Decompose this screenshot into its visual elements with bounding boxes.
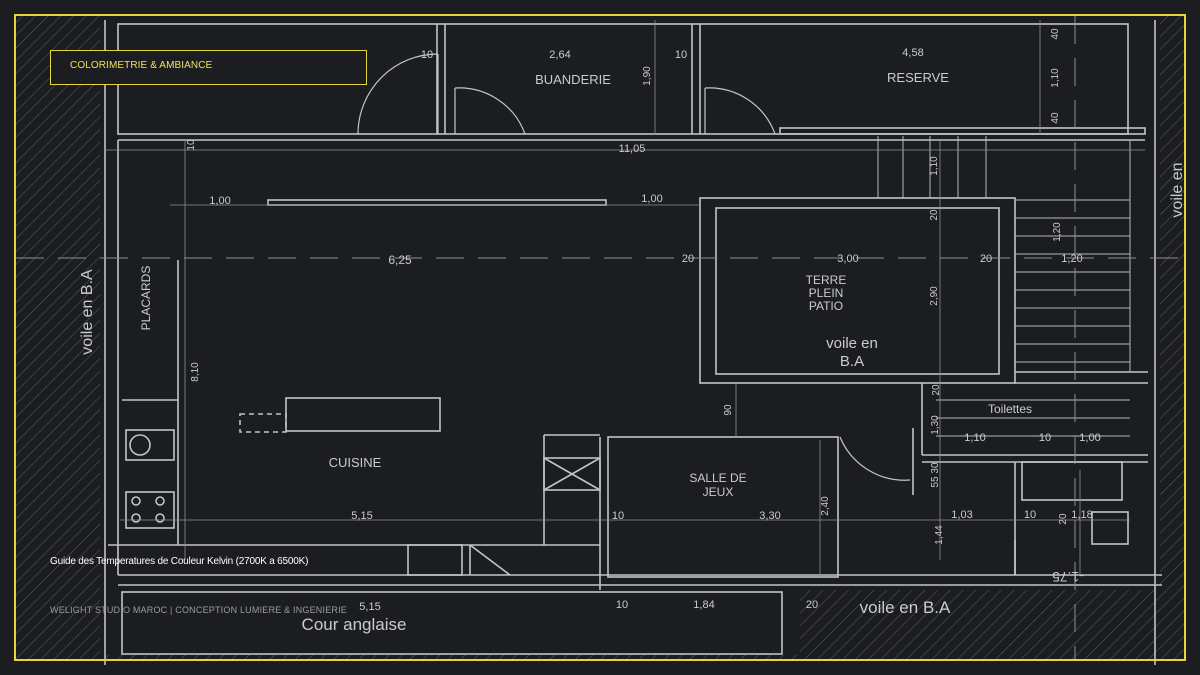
patio-voile-line2: B.A bbox=[840, 353, 864, 370]
dim-label: 1,90 bbox=[642, 66, 653, 86]
dim-label: 1,20 bbox=[1052, 222, 1063, 242]
dim-label: 1,00 bbox=[641, 193, 662, 205]
dim-label: 1,18 bbox=[1071, 509, 1092, 521]
room-terre-plein-line1: TERRE bbox=[806, 273, 847, 287]
slide-title: COLORIMETRIE & AMBIANCE bbox=[70, 60, 213, 71]
title-box: COLORIMETRIE & AMBIANCE bbox=[50, 50, 367, 85]
dim-label: 20 bbox=[980, 253, 992, 265]
dim-label: 5,15 bbox=[351, 510, 372, 522]
dim-label: 11,05 bbox=[619, 143, 646, 155]
staircase bbox=[877, 136, 1131, 437]
dim-label: 20 bbox=[931, 384, 942, 396]
dim-label: 40 bbox=[1050, 112, 1061, 124]
dim-label: 1,20 bbox=[1061, 253, 1082, 265]
patio-voile-line1: voile en bbox=[826, 335, 878, 352]
level-marker: -1.75 bbox=[1052, 569, 1084, 585]
room-labels: BUANDERIE RESERVE TERRE PLEIN PATIO voil… bbox=[79, 70, 1186, 634]
room-buanderie: BUANDERIE bbox=[535, 72, 611, 87]
dim-label: 1,00 bbox=[209, 195, 230, 207]
dim-label: 10 bbox=[675, 49, 687, 61]
dim-label: 2,64 bbox=[549, 49, 570, 61]
dim-label: 40 bbox=[1050, 28, 1061, 40]
room-toilettes: Toilettes bbox=[988, 402, 1032, 416]
walls bbox=[104, 20, 1162, 665]
dim-label: 55 bbox=[930, 476, 941, 488]
dim-label: 20 bbox=[806, 599, 818, 611]
dim-label: 5,15 bbox=[359, 601, 380, 613]
room-salle-jeux-line1: SALLE DE bbox=[689, 471, 746, 485]
dim-label: 1,00 bbox=[1079, 432, 1100, 444]
dim-label: 10 bbox=[186, 139, 197, 151]
door-swings bbox=[357, 53, 911, 481]
dimension-labels: 10 2,64 10 4,58 40 1,10 40 1,90 10 11,05… bbox=[186, 28, 1101, 613]
dim-label: 3,00 bbox=[837, 253, 858, 265]
dim-label: 1,44 bbox=[934, 525, 945, 545]
dim-label: 10 bbox=[616, 599, 628, 611]
dim-label: 10 bbox=[1024, 509, 1036, 521]
dim-label: 30 bbox=[930, 462, 941, 474]
dim-label: 10 bbox=[612, 510, 624, 522]
dim-label: 1,10 bbox=[1050, 68, 1061, 88]
dim-label: 90 bbox=[723, 404, 734, 416]
dim-label: 3,30 bbox=[759, 510, 780, 522]
dim-label: 10 bbox=[421, 49, 433, 61]
dim-label: 1,10 bbox=[929, 156, 940, 176]
dim-label: 8,10 bbox=[190, 362, 201, 382]
room-salle-jeux-line2: JEUX bbox=[703, 485, 734, 499]
room-terre-plein-line3: PATIO bbox=[809, 299, 843, 313]
dim-label: 1,84 bbox=[693, 599, 714, 611]
slide-subtitle: Guide des Temperatures de Couleur Kelvin… bbox=[50, 556, 309, 567]
dim-label: 20 bbox=[929, 209, 940, 221]
room-cuisine: CUISINE bbox=[329, 455, 382, 470]
dim-label: 20 bbox=[1058, 513, 1069, 525]
hatched-walls bbox=[16, 16, 1186, 661]
dim-label: 20 bbox=[682, 253, 694, 265]
dim-label: 2,40 bbox=[820, 496, 831, 516]
label-voile-right: voile en bbox=[1169, 162, 1186, 217]
slide-footer: WELIGHT STUDIO MAROC | CONCEPTION LUMIER… bbox=[50, 605, 348, 615]
label-voile-bottom: voile en B.A bbox=[860, 598, 951, 617]
room-terre-plein-line2: PLEIN bbox=[809, 286, 844, 300]
label-placards: PLACARDS bbox=[139, 266, 153, 331]
label-voile-left: voile en B.A bbox=[79, 269, 96, 355]
dim-label: 6,25 bbox=[388, 253, 412, 267]
room-cour-anglaise: Cour anglaise bbox=[302, 615, 407, 634]
dim-label: 1,30 bbox=[930, 415, 941, 435]
dimension-lines bbox=[105, 20, 1145, 575]
room-reserve: RESERVE bbox=[887, 70, 949, 85]
dim-label: 4,58 bbox=[902, 47, 923, 59]
dim-label: 1,03 bbox=[951, 509, 972, 521]
axis-lines bbox=[16, 16, 1186, 661]
dim-label: 10 bbox=[1039, 432, 1051, 444]
dim-label: 2,90 bbox=[929, 286, 940, 306]
dim-label: 1,10 bbox=[964, 432, 985, 444]
